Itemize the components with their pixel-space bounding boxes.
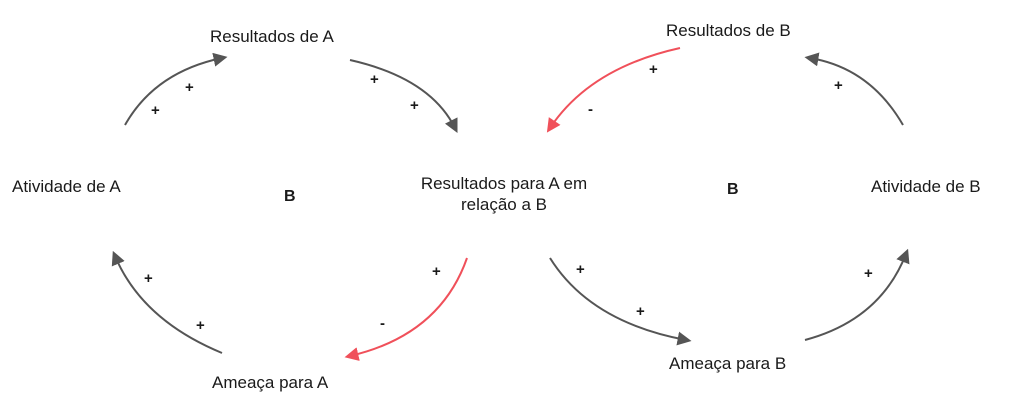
sign-minus: -: [588, 101, 593, 118]
link-resultados-relacao-to-ameaca-a: [344, 257, 468, 361]
node-atividade-de-a: Atividade de A: [12, 177, 121, 196]
sign-plus: +: [144, 270, 153, 287]
node-resultados-relacao: Resultados para A em relação a B: [392, 173, 616, 215]
sign-plus: +: [151, 102, 160, 119]
loop-label-right: B: [727, 181, 739, 198]
sign-plus: +: [370, 71, 379, 88]
sign-plus: +: [649, 61, 658, 78]
sign-plus: +: [864, 265, 873, 282]
sign-plus: +: [185, 79, 194, 96]
node-atividade-de-b: Atividade de B: [871, 177, 981, 196]
link-ameaca-a-to-atividade-a: [111, 250, 223, 354]
link-resultados-relacao-to-ameaca-b: [549, 257, 692, 346]
sign-plus: +: [410, 97, 419, 114]
node-resultados-de-a: Resultados de A: [210, 27, 334, 46]
link-atividade-b-to-resultados-b: [804, 52, 904, 126]
sign-plus: +: [576, 261, 585, 278]
link-resultados-b-to-resultados-relacao: [546, 47, 681, 133]
node-ameaca-para-b: Ameaça para B: [669, 354, 787, 373]
loop-label-left: B: [284, 188, 296, 205]
link-ameaca-b-to-atividade-b: [804, 248, 910, 341]
node-resultados-de-b: Resultados de B: [666, 21, 791, 40]
sign-plus: +: [196, 317, 205, 334]
link-resultados-a-to-resultados-relacao: [349, 59, 458, 134]
sign-minus: -: [380, 315, 385, 332]
sign-plus: +: [432, 263, 441, 280]
node-resultados-relacao-line-1: Resultados para A em: [420, 174, 588, 193]
sign-plus: +: [834, 77, 843, 94]
sign-plus: +: [636, 303, 645, 320]
link-atividade-a-to-resultados-a: [124, 52, 228, 126]
node-resultados-relacao-line-2: relação a B: [461, 195, 547, 214]
node-ameaca-para-a: Ameaça para A: [212, 373, 329, 392]
